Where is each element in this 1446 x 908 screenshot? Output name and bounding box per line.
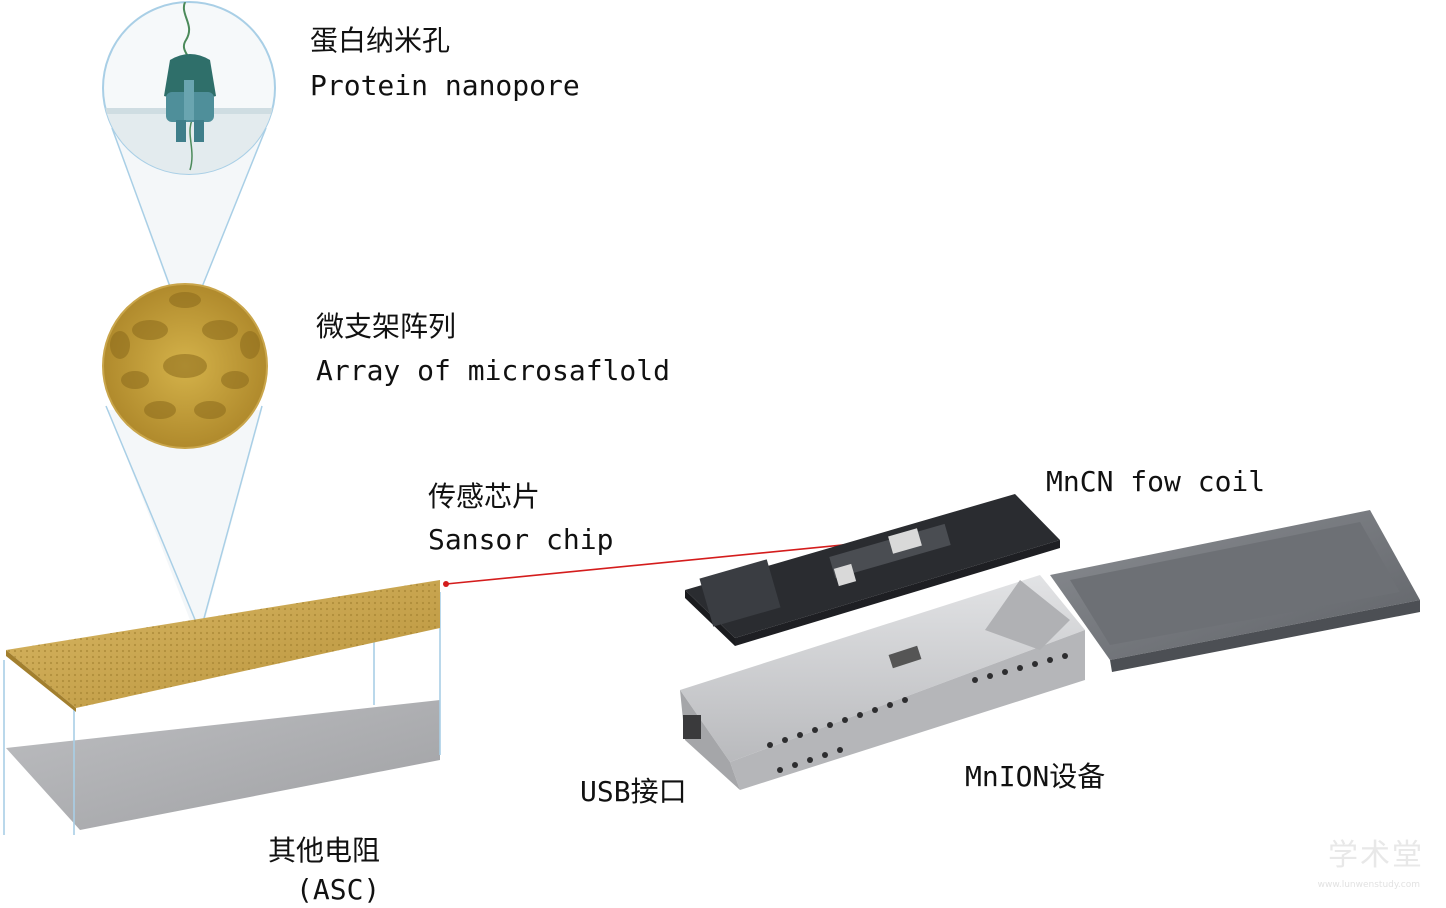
asic-label-cn: 其他电阻 [268,834,381,867]
magnification-cones [105,127,267,623]
device-lid [1050,510,1420,672]
sensor-chip-label-cn: 传感芯片 [428,480,541,513]
array-label-cn: 微支架阵列 [316,310,457,343]
microscaffold-array-magnified-view [102,283,268,449]
usb-port-label: USB接口 [580,775,687,808]
flow-cell [685,494,1060,646]
sensor-chip-label-en: Sansor chip [428,523,614,556]
device-label: MnION设备 [965,760,1106,793]
array-label-en: Array of microsaflold [316,354,671,387]
watermark: 学术堂 [1328,838,1424,873]
watermark-url: www.lunwenstudy.com [1317,880,1420,890]
asic-label-en: (ASC) [296,873,381,906]
minion-device [680,575,1085,790]
leader-start-dot [443,581,449,587]
flow-cell-label: MnCN fow coil [1046,465,1266,498]
sensor-chip-assembly [3,580,441,835]
nanopore-label-en: Protein nanopore [310,69,580,102]
nanopore-label-cn: 蛋白纳米孔 [310,24,451,57]
